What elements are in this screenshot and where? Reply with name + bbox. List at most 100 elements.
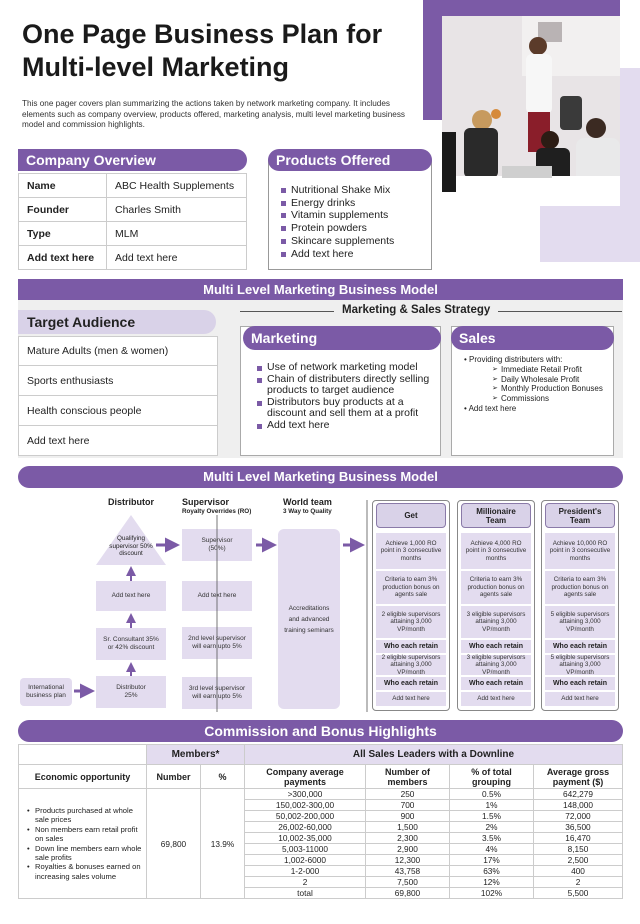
second-level-box: 2nd level supervisor will earn upto 5% (182, 627, 252, 659)
opportunity-text: Royalties & bonuses earned on increasing… (35, 862, 141, 881)
distributor-add-text: Add text here (96, 581, 166, 611)
commission-cell: 10,002-35,000 (244, 832, 366, 844)
commission-cell: 4% (449, 843, 534, 855)
tier-name: Millionaire Team (461, 503, 531, 528)
col-gross: Average gross payment ($) (533, 764, 623, 789)
commission-cell: 5,003-11000 (244, 843, 366, 855)
company-overview-value: MLM (106, 221, 247, 246)
world-column-label: World team (283, 497, 332, 507)
commission-cell: 1% (449, 799, 534, 811)
commission-cell: 102% (449, 887, 534, 899)
tier-name: Get (376, 503, 446, 528)
commission-cell: total (244, 887, 366, 899)
arrow-bullet-icon: ➢ (492, 385, 498, 393)
tier-achieve: Achieve 1,000 RO point in 3 consecutive … (376, 533, 446, 569)
product-item: Nutritional Shake Mix (281, 184, 429, 197)
commission-cell: 1,500 (365, 821, 450, 833)
sales-item-text: Providing distributers with: (469, 355, 563, 364)
tier-eligible: 2 eligible supervisors attaining 3,000 V… (376, 606, 446, 638)
commission-cell: 8,150 (533, 843, 623, 855)
sales-item: • Add text here (464, 403, 517, 413)
bullet-icon: • (27, 862, 30, 872)
product-item: Protein powders (281, 222, 429, 235)
sales-item-text: Add text here (468, 403, 517, 413)
tier-who-detail: 3 eligible supervisors attaining 3,000 V… (461, 654, 531, 676)
leaders-header: All Sales Leaders with a Downline (244, 744, 623, 765)
commission-cell: 50,002-200,000 (244, 810, 366, 822)
sales-subitem: ➢Monthly Production Bonuses (492, 384, 612, 394)
supervisor-add-text: Add text here (182, 581, 252, 611)
tier-criteria: Criteria to earn 3% production bonus on … (461, 571, 531, 604)
company-overview-key: Add text here (18, 245, 107, 270)
tier-add: Add text here (461, 692, 531, 706)
opportunity-item: •Non members earn retail profit on sales (23, 825, 142, 844)
sales-subitem-text: Immediate Retail Profit (501, 364, 582, 374)
tier-who: Who each retain (376, 640, 446, 653)
tier-add: Add text here (376, 692, 446, 706)
target-audience-item: Health conscious people (18, 396, 218, 426)
commission-cell: 2,300 (365, 832, 450, 844)
commission-cell: 1.5% (449, 810, 534, 822)
commission-cell: 2 (244, 876, 366, 888)
sales-subitem-text: Commissions (501, 394, 550, 404)
marketing-item: Chain of distributers directly selling p… (257, 373, 439, 397)
commission-heading: Commission and Bonus Highlights (18, 720, 623, 742)
supervisor-column-label: Supervisor (182, 497, 230, 507)
qualifying-label: Qualifying supervisor 50% discount (109, 535, 153, 557)
meeting-photo (442, 16, 620, 206)
commission-cell: 16,470 (533, 832, 623, 844)
commission-cell: 150,002-300,00 (244, 799, 366, 811)
header-decoration-strip (423, 0, 443, 120)
title-line-1: One Page Business Plan for (22, 19, 383, 49)
commission-cell: 72,000 (533, 810, 623, 822)
tier-who: Who each retain (461, 640, 531, 653)
marketing-heading: Marketing (243, 326, 441, 350)
commission-cell: 3.5% (449, 832, 534, 844)
world-column-sub: 3 Way to Quality (283, 508, 332, 515)
commission-cell: >300,000 (244, 788, 366, 800)
commission-cell: 36,500 (533, 821, 623, 833)
tier-who: Who each retain (545, 640, 615, 653)
tier-achieve: Achieve 10,000 RO point in 3 consecutive… (545, 533, 615, 569)
sales-list: • Providing distributers with: ➢Immediat… (464, 355, 612, 414)
sales-subitem-text: Monthly Production Bonuses (501, 384, 603, 394)
commission-cell: 2 (533, 876, 623, 888)
col-members: Number of members (365, 764, 450, 789)
tier-who2: Who each retain (461, 677, 531, 690)
tier-eligible: 3 eligible supervisors attaining 3,000 V… (461, 606, 531, 638)
bullet-icon: • (27, 843, 30, 853)
tier-achieve: Achieve 4,000 RO point in 3 consecutive … (461, 533, 531, 569)
supervisor-column-sub: Royalty Overrides (RO) (182, 508, 252, 515)
tier-eligible: 5 eligible supervisors attaining 3,000 V… (545, 606, 615, 638)
company-overview-key: Name (18, 173, 107, 198)
commission-cell: 250 (365, 788, 450, 800)
col-company: Company average payments (244, 764, 366, 789)
target-audience-item: Mature Adults (men & women) (18, 336, 218, 366)
products-heading: Products Offered (268, 149, 432, 171)
mlm-section-heading: Multi Level Marketing Business Model (18, 279, 623, 300)
commission-cell: 7,500 (365, 876, 450, 888)
opportunity-item: • Royalties & bonuses earned on increasin… (23, 862, 142, 881)
products-box (268, 160, 432, 270)
commission-cell: 43,758 (365, 865, 450, 877)
target-audience-list: Mature Adults (men & women)Sports enthus… (18, 336, 218, 456)
sales-heading: Sales (451, 326, 614, 350)
col-number: Number (146, 764, 201, 789)
commission-cell: 17% (449, 854, 534, 866)
sales-subitems: ➢Immediate Retail Profit➢Daily Wholesale… (464, 365, 612, 404)
commission-cell: 26,002-60,000 (244, 821, 366, 833)
marketing-item: Add text here (257, 419, 439, 432)
product-item: Add text here (281, 248, 429, 261)
tier-criteria: Criteria to earn 3% production bonus on … (545, 571, 615, 604)
commission-cell: 12% (449, 876, 534, 888)
col-pct: % (200, 764, 245, 789)
